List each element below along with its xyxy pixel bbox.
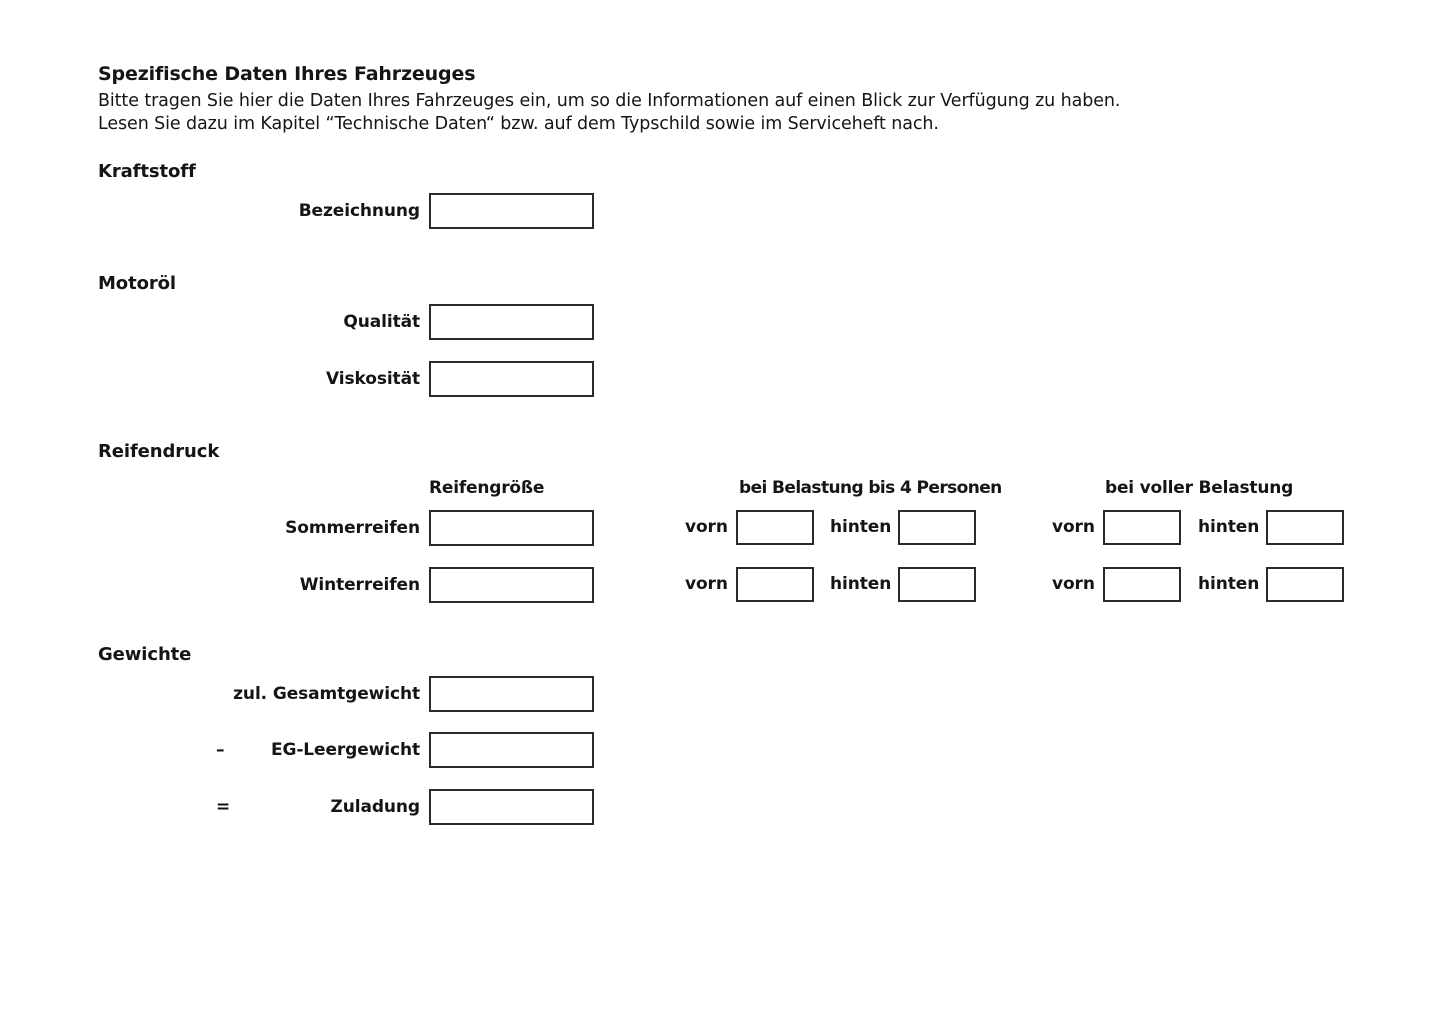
input-sommerreifen-voll-vorn-wrapper: [1103, 510, 1181, 545]
section-heading-reifendruck: Reifendruck: [98, 441, 220, 462]
label-sommerreifen-voll-hinten: hinten: [1198, 517, 1260, 537]
input-sommerreifen-voll-vorn[interactable]: [1103, 510, 1181, 545]
input-winterreifen-groesse-wrapper: [429, 567, 594, 603]
input-sommerreifen-voll-hinten[interactable]: [1266, 510, 1344, 545]
label-winterreifen-4p-hinten: hinten: [830, 574, 892, 594]
label-sommerreifen-4p-hinten: hinten: [830, 517, 892, 537]
input-viskositaet-wrapper: [429, 361, 594, 397]
label-qualitaet: Qualität: [343, 312, 420, 332]
label-winterreifen-voll-hinten: hinten: [1198, 574, 1260, 594]
label-winterreifen-4p-vorn: vorn: [685, 574, 728, 594]
label-sommerreifen: Sommerreifen: [285, 518, 420, 538]
page-title: Spezifische Daten Ihres Fahrzeuges: [98, 63, 476, 85]
input-bezeichnung-wrapper: [429, 193, 594, 229]
intro-block: Spezifische Daten Ihres Fahrzeuges Bitte…: [98, 62, 1298, 136]
input-sommerreifen-4p-hinten-wrapper: [898, 510, 976, 545]
column-header-volle-belastung: bei voller Belastung: [1105, 478, 1294, 498]
label-eg-leergewicht: EG-Leergewicht: [270, 740, 420, 760]
input-winterreifen-voll-hinten-wrapper: [1266, 567, 1344, 602]
input-winterreifen-4p-hinten[interactable]: [898, 567, 976, 602]
label-winterreifen-voll-vorn: vorn: [1052, 574, 1095, 594]
input-sommerreifen-voll-hinten-wrapper: [1266, 510, 1344, 545]
section-heading-kraftstoff: Kraftstoff: [98, 161, 196, 182]
column-header-belastung-4-personen: bei Belastung bis 4 Personen: [739, 478, 1002, 498]
input-winterreifen-4p-hinten-wrapper: [898, 567, 976, 602]
input-winterreifen-voll-vorn-wrapper: [1103, 567, 1181, 602]
input-winterreifen-groesse[interactable]: [429, 567, 594, 603]
label-zul-gesamtgewicht: zul. Gesamtgewicht: [233, 684, 420, 704]
input-zuladung[interactable]: [429, 789, 594, 825]
input-sommerreifen-groesse[interactable]: [429, 510, 594, 546]
intro-line-2: Lesen Sie dazu im Kapitel “Technische Da…: [98, 114, 939, 134]
section-heading-motoroel: Motoröl: [98, 273, 176, 294]
input-viskositaet[interactable]: [429, 361, 594, 397]
intro-line-1: Bitte tragen Sie hier die Daten Ihres Fa…: [98, 91, 1121, 111]
input-qualitaet[interactable]: [429, 304, 594, 340]
input-zul-gesamtgewicht[interactable]: [429, 676, 594, 712]
input-sommerreifen-4p-vorn-wrapper: [736, 510, 814, 545]
label-zuladung: Zuladung: [330, 797, 421, 817]
input-winterreifen-4p-vorn[interactable]: [736, 567, 814, 602]
input-winterreifen-voll-vorn[interactable]: [1103, 567, 1181, 602]
input-sommerreifen-4p-vorn[interactable]: [736, 510, 814, 545]
input-zul-gesamtgewicht-wrapper: [429, 676, 594, 712]
label-viskositaet: Viskosität: [325, 369, 420, 389]
input-qualitaet-wrapper: [429, 304, 594, 340]
input-winterreifen-4p-vorn-wrapper: [736, 567, 814, 602]
operator-equals: =: [216, 797, 231, 817]
section-heading-gewichte: Gewichte: [98, 644, 192, 665]
input-winterreifen-voll-hinten[interactable]: [1266, 567, 1344, 602]
label-sommerreifen-4p-vorn: vorn: [685, 517, 728, 537]
label-sommerreifen-voll-vorn: vorn: [1052, 517, 1095, 537]
input-eg-leergewicht-wrapper: [429, 732, 594, 768]
input-sommerreifen-4p-hinten[interactable]: [898, 510, 976, 545]
input-bezeichnung[interactable]: [429, 193, 594, 229]
operator-minus: –: [216, 740, 225, 760]
input-eg-leergewicht[interactable]: [429, 732, 594, 768]
label-winterreifen: Winterreifen: [299, 575, 420, 595]
input-zuladung-wrapper: [429, 789, 594, 825]
column-header-reifengroesse: Reifengröße: [429, 478, 545, 498]
label-bezeichnung: Bezeichnung: [298, 201, 420, 221]
input-sommerreifen-groesse-wrapper: [429, 510, 594, 546]
